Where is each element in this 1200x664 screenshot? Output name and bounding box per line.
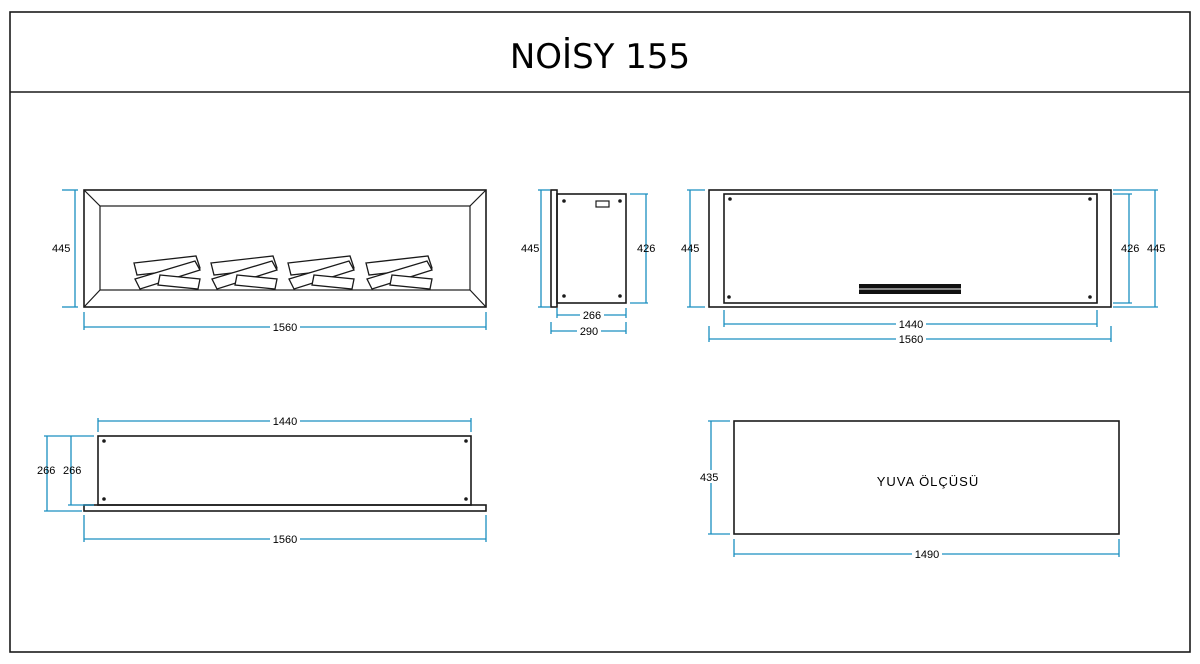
front-bevel-bl — [83, 289, 101, 308]
side-view: 445 426 266 290 — [521, 189, 655, 338]
log-a — [133, 255, 201, 276]
log-a — [210, 255, 278, 276]
dim-text-back-height-left: 445 — [681, 243, 699, 255]
front-bevel-br — [469, 289, 487, 308]
top-screw-bl — [102, 497, 106, 501]
side-height-outer-dimension: 445 — [521, 189, 550, 308]
dim-text-back-width-outer: 1560 — [899, 334, 923, 346]
front-width-dimension: 1560 — [83, 312, 487, 334]
dim-text-niche-width: 1490 — [915, 549, 939, 561]
top-view: 1440 266 266 1560 — [37, 415, 487, 546]
top-depth-outer-dimension: 266 — [37, 435, 94, 512]
log-b — [366, 260, 433, 290]
front-height-dimension: 445 — [52, 189, 78, 308]
back-screw-bl — [727, 295, 731, 299]
side-screw-tr — [618, 199, 622, 203]
log-set-2 — [210, 255, 278, 290]
back-width-inner-dimension: 1440 — [723, 310, 1098, 331]
dim-text-front-height: 445 — [52, 243, 70, 255]
niche-label: YUVA ÖLÇÜSÜ — [877, 474, 980, 489]
back-view: 445 426 445 1440 1560 — [681, 189, 1165, 346]
drawing-title: NOİSY 155 — [510, 37, 690, 77]
log-set-4 — [365, 255, 433, 290]
log-c — [311, 274, 355, 290]
dim-text-side-height-outer: 445 — [521, 243, 539, 255]
dim-text-top-width-inner: 1440 — [273, 416, 297, 428]
log-set-1 — [133, 255, 201, 290]
side-depth-inner-dimension: 266 — [556, 308, 627, 322]
dim-text-side-height-inner: 426 — [637, 243, 655, 255]
log-a — [287, 255, 355, 276]
dim-text-top-depth-inner: 266 — [63, 465, 81, 477]
niche-view: YUVA ÖLÇÜSÜ 435 1490 — [699, 420, 1120, 561]
dim-text-top-depth-outer: 266 — [37, 465, 55, 477]
top-width-outer-dimension: 1560 — [83, 515, 487, 546]
back-screw-tr — [1088, 197, 1092, 201]
side-screw-br — [618, 294, 622, 298]
niche-width-dimension: 1490 — [733, 539, 1120, 561]
log-b — [134, 260, 201, 290]
side-front-plate — [550, 189, 558, 308]
log-a — [365, 255, 433, 276]
side-depth-outer-dimension: 290 — [550, 322, 627, 338]
back-screw-tl — [728, 197, 732, 201]
niche-outline — [733, 420, 1120, 535]
side-height-inner-dimension: 426 — [630, 193, 655, 304]
top-front-plate — [83, 504, 487, 512]
front-inner-opening — [99, 205, 471, 291]
front-outer-frame — [83, 189, 487, 308]
top-width-inner-dimension: 1440 — [97, 415, 472, 432]
side-bracket-slot — [595, 200, 610, 208]
back-outer-plate — [708, 189, 1112, 308]
top-screw-tr — [464, 439, 468, 443]
dim-text-side-depth-inner: 266 — [583, 310, 601, 322]
dim-text-niche-height: 435 — [700, 472, 718, 484]
front-view: 445 1560 — [52, 189, 487, 334]
niche-height-dimension: 435 — [699, 420, 730, 535]
back-screw-br — [1088, 295, 1092, 299]
side-body — [556, 193, 627, 304]
back-height-inner-dimension: 426 — [1113, 193, 1139, 304]
log-c — [157, 274, 201, 290]
front-bevel-tr — [469, 189, 487, 207]
dim-text-side-depth-outer: 290 — [580, 326, 598, 338]
log-c — [234, 274, 278, 290]
top-screw-tl — [102, 439, 106, 443]
dim-text-back-height-right: 445 — [1147, 243, 1165, 255]
side-screw-bl — [562, 294, 566, 298]
front-bevel-tl — [83, 189, 101, 207]
sheet-border — [9, 11, 1191, 653]
log-b — [211, 260, 278, 290]
top-depth-inner-dimension: 266 — [63, 436, 94, 506]
dim-text-top-width-outer: 1560 — [273, 534, 297, 546]
dim-text-front-width: 1560 — [273, 322, 297, 334]
top-screw-br — [464, 497, 468, 501]
log-c — [389, 274, 433, 290]
dim-text-back-width-inner: 1440 — [899, 319, 923, 331]
back-height-left-dimension: 445 — [681, 189, 705, 308]
dim-text-back-height-inner: 426 — [1121, 243, 1139, 255]
log-b — [288, 260, 355, 290]
log-set-3 — [287, 255, 355, 290]
top-body — [97, 435, 472, 506]
back-height-right-dimension: 445 — [1113, 189, 1165, 308]
back-width-outer-dimension: 1560 — [708, 326, 1112, 346]
side-screw-tl — [562, 199, 566, 203]
